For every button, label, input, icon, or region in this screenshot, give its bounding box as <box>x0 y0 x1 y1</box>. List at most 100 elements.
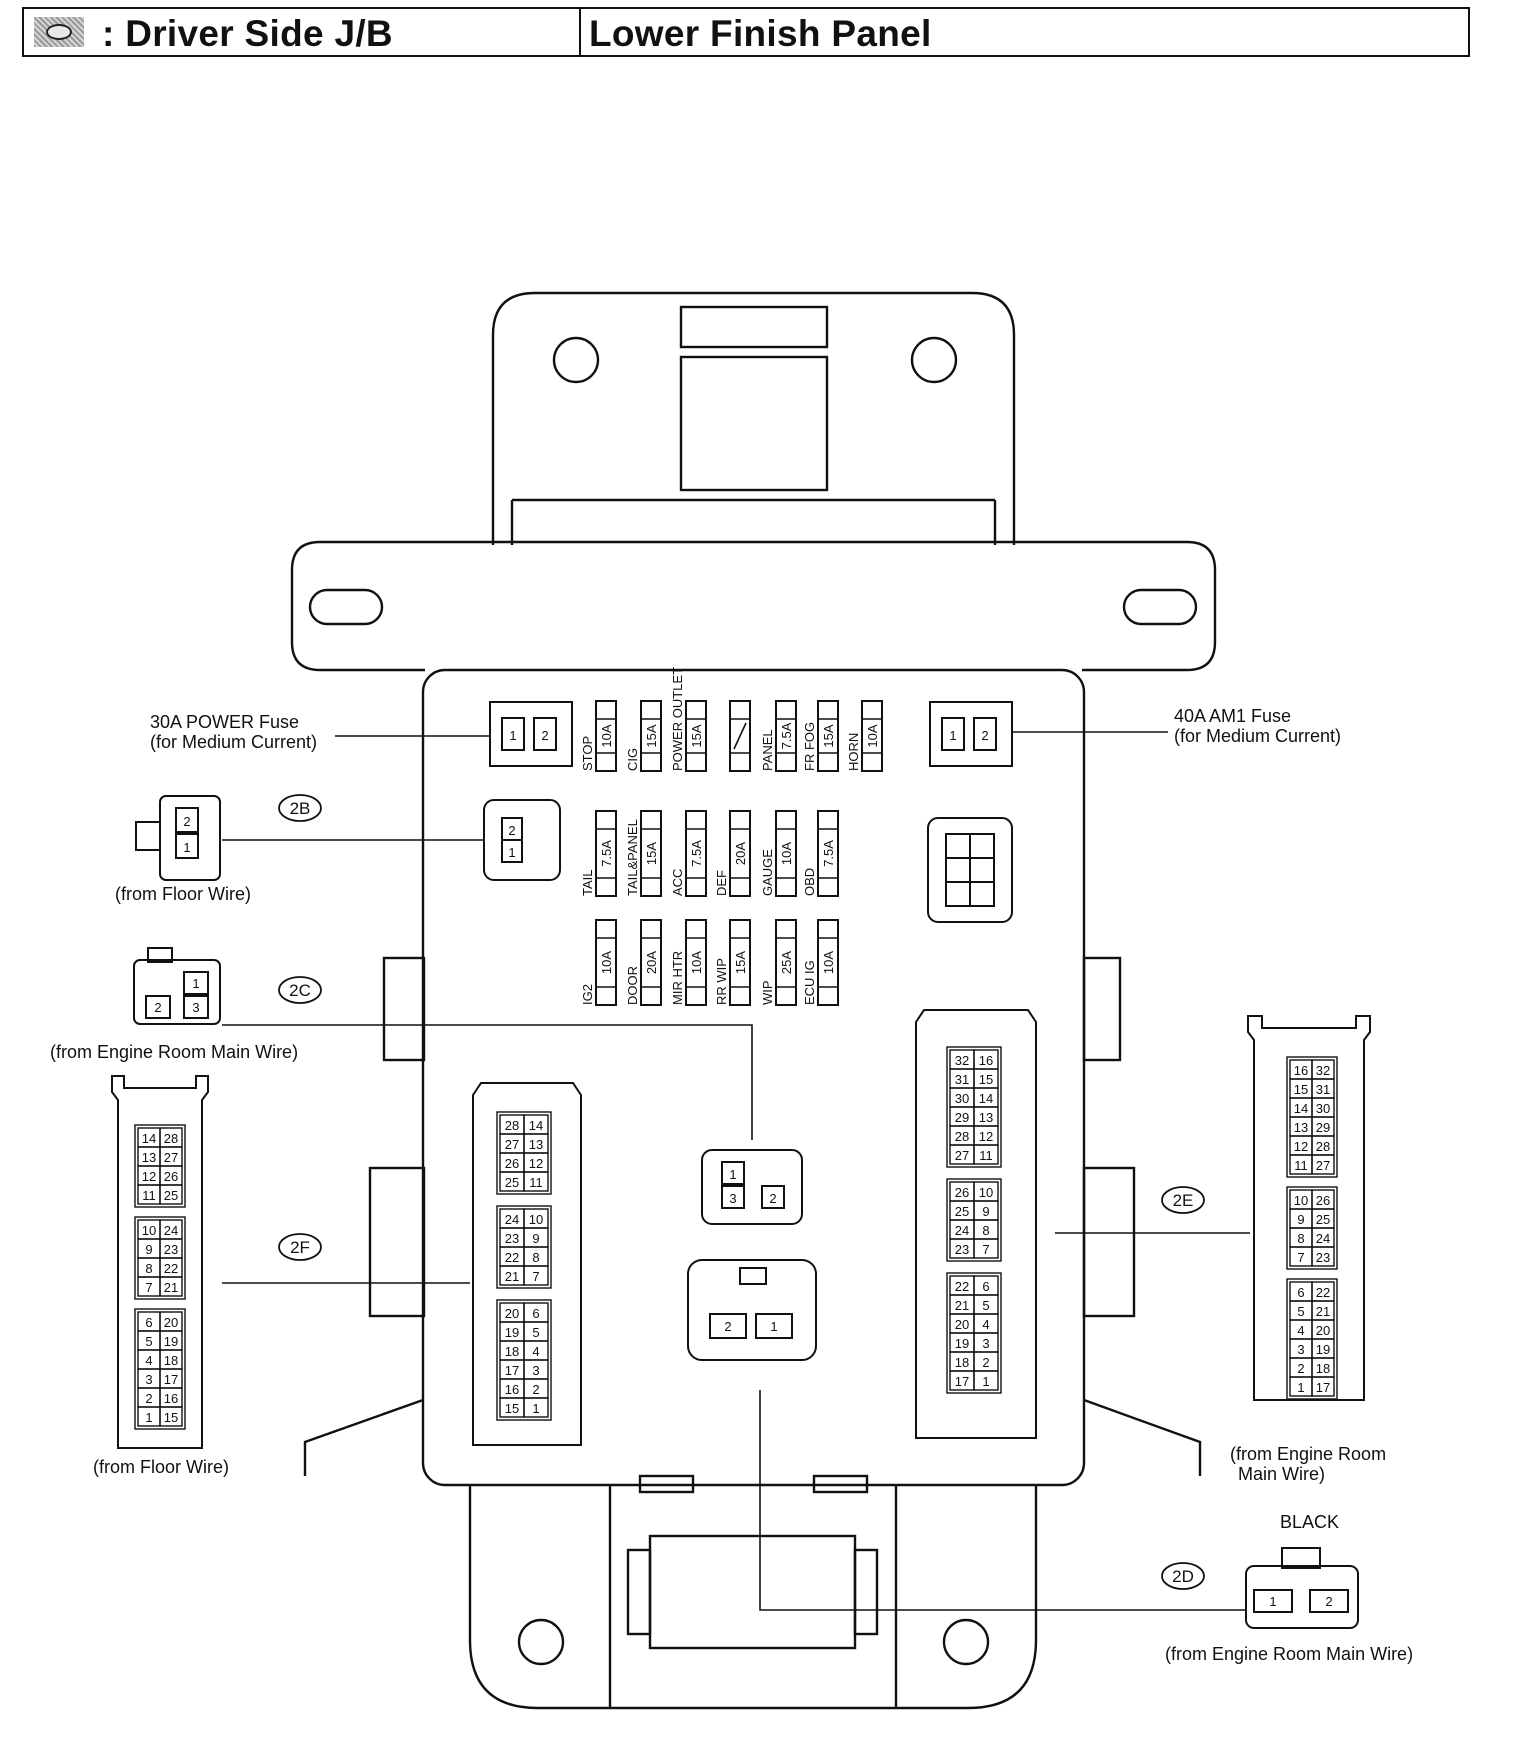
fuse-amp: 15A <box>689 724 704 747</box>
pin-number: 15 <box>164 1410 178 1425</box>
fuse-amp: 10A <box>599 724 614 747</box>
connector-shell <box>133 959 221 1025</box>
jb-connector-2b: 21 <box>483 799 561 881</box>
pin-number: 30 <box>955 1091 969 1106</box>
pin-number: 12 <box>979 1129 993 1144</box>
fuse-body <box>817 919 839 1006</box>
pin-number: 22 <box>1316 1285 1330 1300</box>
pin-group-frame <box>946 1272 1002 1394</box>
connector-shell <box>472 1082 582 1446</box>
fuse-name: STOP <box>580 736 595 771</box>
connector-latch <box>147 947 173 963</box>
pin-group-frame <box>496 1205 552 1289</box>
fuse-name: TAIL&PANEL <box>625 819 640 896</box>
pin-number: 5 <box>1297 1304 1304 1319</box>
pin-number: 16 <box>1294 1063 1308 1078</box>
pin-number: 19 <box>505 1325 519 1340</box>
callout-ring <box>1161 1186 1205 1214</box>
fuse-name: FR FOG <box>802 722 817 771</box>
fuse-housing <box>929 701 1013 767</box>
fuse-name: POWER OUTLET <box>670 667 685 771</box>
pin-group-frame <box>496 1111 552 1195</box>
pin-number: 13 <box>142 1150 156 1165</box>
pin-number: 7 <box>145 1280 152 1295</box>
pin-number: 23 <box>164 1242 178 1257</box>
fuse-amp: 15A <box>733 951 748 974</box>
pin-number: 9 <box>532 1231 539 1246</box>
pin-number: 17 <box>164 1372 178 1387</box>
pin-number: 3 <box>532 1363 539 1378</box>
pin-number: 17 <box>955 1374 969 1389</box>
pin-number: 18 <box>505 1344 519 1359</box>
pin-number: 20 <box>164 1315 178 1330</box>
pin-number: 24 <box>164 1223 178 1238</box>
pin-number: 14 <box>979 1091 993 1106</box>
connector-shell <box>1245 1565 1359 1629</box>
fuse-terminal <box>941 717 965 751</box>
fuse-name: GAUGE <box>760 849 775 896</box>
am1-fuse-sublabel: (for Medium Current) <box>1174 726 1341 746</box>
fuse-housing <box>489 701 573 767</box>
pin-number: 21 <box>505 1269 519 1284</box>
connector-2e-source: (from Engine Room <box>1230 1444 1386 1464</box>
connector-shell <box>927 817 1013 923</box>
pin-group-frame <box>496 1299 552 1421</box>
pin-group-frame <box>946 1178 1002 1262</box>
fuse-amp: 25A <box>779 951 794 974</box>
fuse-power-outlet: 15A POWER OUTLET <box>670 667 707 772</box>
pin-number: 16 <box>979 1053 993 1068</box>
pin-number: 3 <box>145 1372 152 1387</box>
pin-number: 2 <box>183 814 190 829</box>
pin-number: 29 <box>955 1110 969 1125</box>
pin-group-frame <box>134 1216 186 1300</box>
connector-shell <box>111 1075 209 1449</box>
pin-number: 20 <box>505 1306 519 1321</box>
fuse-name: ACC <box>670 869 685 896</box>
pin-number: 26 <box>164 1169 178 1184</box>
callout-code: 2F <box>290 1238 310 1257</box>
pin-cell <box>761 1185 785 1209</box>
socket-cell <box>945 857 971 883</box>
callout-code: 2B <box>290 799 311 818</box>
pin-number: 1 <box>1269 1594 1276 1609</box>
pin-number: 2 <box>1297 1361 1304 1376</box>
pin-number: 9 <box>982 1204 989 1219</box>
pin-number: 1 <box>770 1319 777 1334</box>
pin-number: 18 <box>955 1355 969 1370</box>
fuse-stop: 10A STOP <box>580 700 617 772</box>
pin-number: 11 <box>979 1148 993 1163</box>
pin-number: 4 <box>982 1317 989 1332</box>
pin-number: 25 <box>505 1175 519 1190</box>
connector-2b-source: (from Floor Wire) <box>115 884 251 904</box>
socket-cell <box>945 833 971 859</box>
pin-cell <box>721 1185 745 1209</box>
fuse-name: DOOR <box>625 966 640 1005</box>
pin-number: 9 <box>145 1242 152 1257</box>
pin-number: 21 <box>164 1280 178 1295</box>
pin-number: 6 <box>532 1306 539 1321</box>
fuse-name: OBD <box>802 868 817 896</box>
pin-cell <box>709 1313 747 1339</box>
pin-number: 1 <box>145 1410 152 1425</box>
pin-cell <box>183 971 209 995</box>
pin-number: 17 <box>505 1363 519 1378</box>
